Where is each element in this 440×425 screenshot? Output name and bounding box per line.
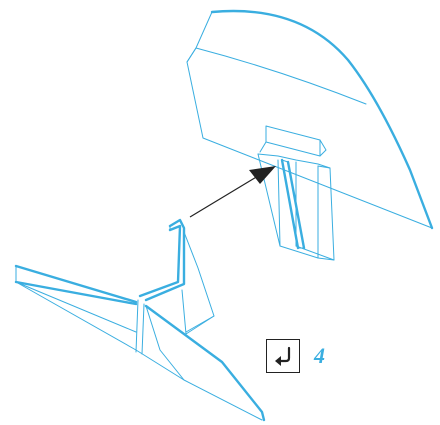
backrest-panel — [186, 9, 434, 230]
base-assembly — [14, 218, 266, 422]
insert-arrow-icon — [275, 346, 291, 366]
insert-action-box — [266, 339, 300, 373]
slot-bracket — [257, 125, 335, 261]
insertion-arrow — [189, 166, 276, 218]
arrow-head — [249, 166, 276, 184]
step-number: 4 — [314, 343, 325, 368]
